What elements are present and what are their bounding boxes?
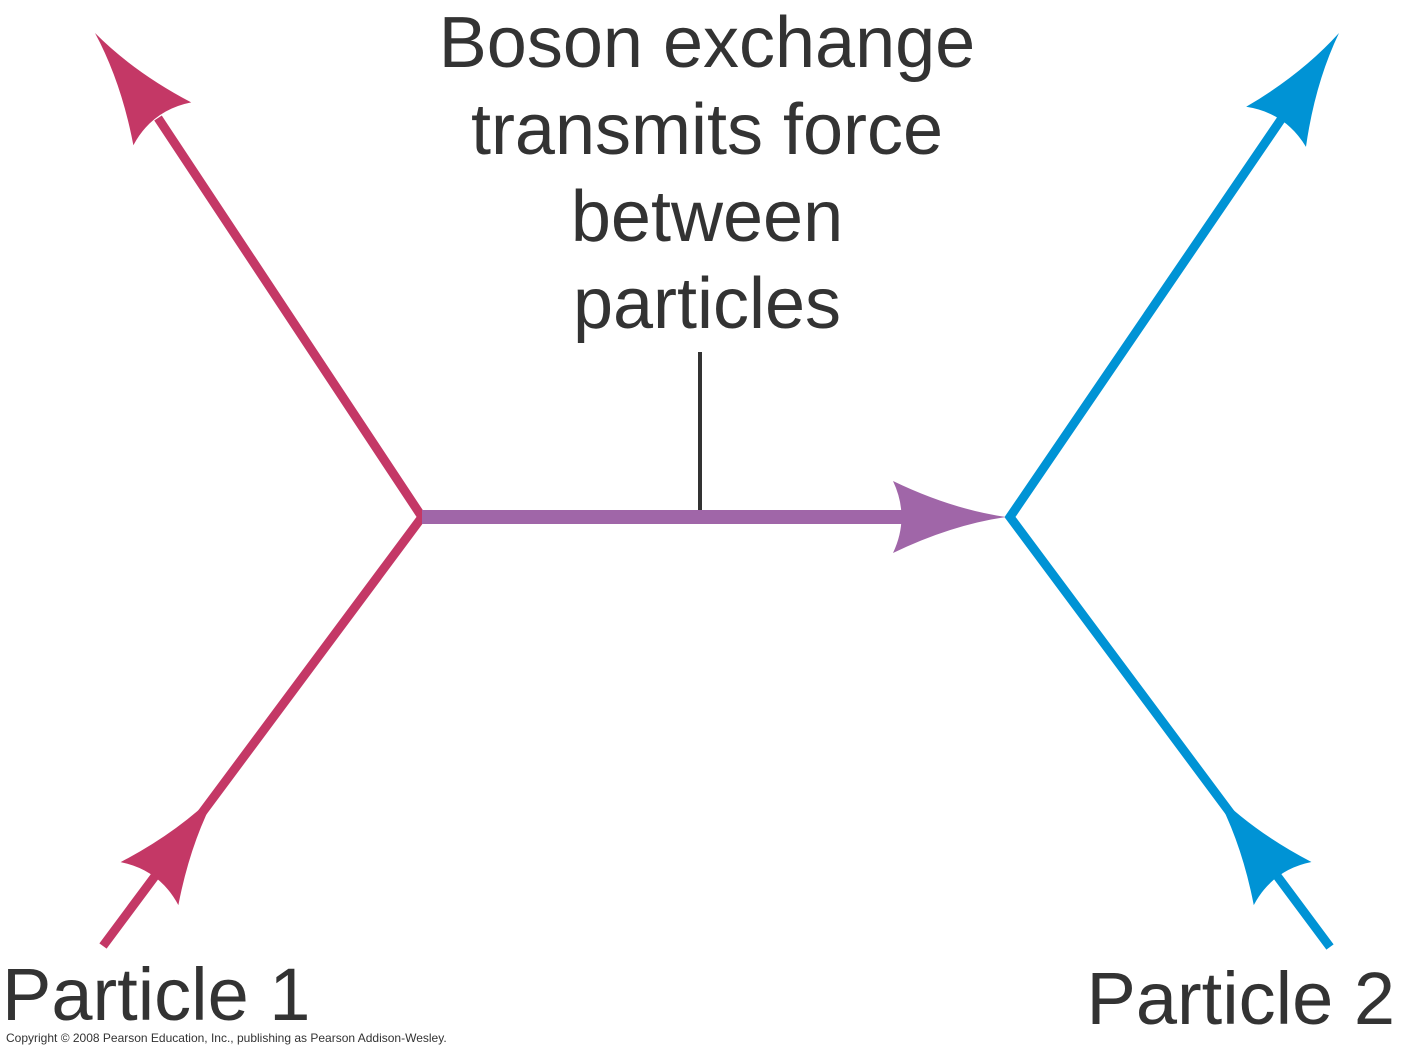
copyright-notice: Copyright © 2008 Pearson Education, Inc.… [6, 1031, 447, 1045]
boson-arrowhead-icon [893, 481, 1006, 553]
caption-line: particles [572, 264, 842, 344]
particle1-out-arrowhead-icon [95, 33, 192, 146]
caption-line: between [570, 177, 844, 257]
particle2-label: Particle 2 [1086, 957, 1395, 1040]
particle2-in-arrowhead-icon [1215, 793, 1312, 906]
particle1-label: Particle 1 [2, 953, 311, 1036]
particle1-in-arrowhead-icon [120, 793, 217, 906]
boson-caption: Boson exchange transmits force between p… [357, 0, 1057, 348]
caption-line: Boson exchange [438, 3, 976, 83]
particle2-out-arrowhead-icon [1246, 33, 1339, 147]
caption-line: transmits force [470, 90, 944, 170]
particle2-line [1004, 115, 1334, 950]
